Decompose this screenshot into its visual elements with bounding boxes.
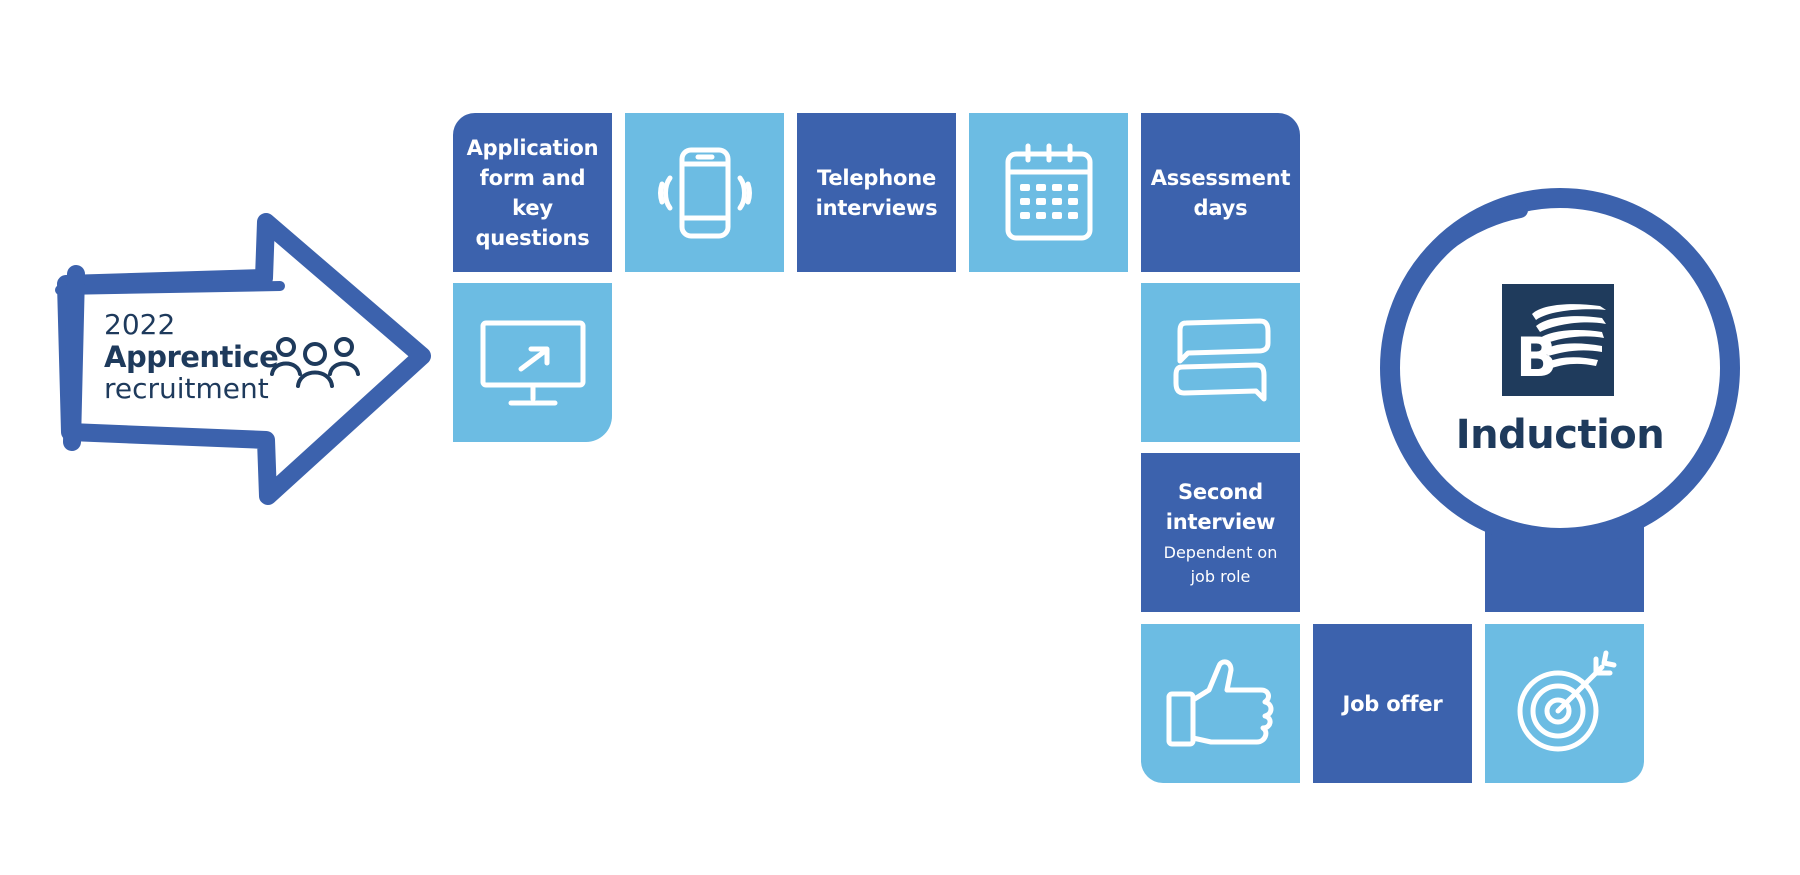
step-monitor-tile (453, 283, 612, 442)
calendar-icon (1005, 143, 1092, 240)
step-job-offer-tile: Job offer (1313, 624, 1472, 783)
step-job-offer-label: Job offer (1342, 691, 1443, 716)
step-second-interview-tile: Second interview Dependent on job role (1141, 453, 1300, 612)
step-second-interview-label: Second interview (1165, 479, 1276, 534)
intro-year: 2022 (104, 308, 176, 341)
step-telephone-tile: Telephone interviews (797, 113, 956, 272)
thumbs-up-icon (1166, 658, 1273, 746)
computer-monitor-icon (480, 320, 585, 405)
step-telephone-label: Telephone interviews (815, 165, 938, 220)
step-chat-tile (1141, 283, 1300, 442)
step-application-label: Application form and key questions (466, 135, 599, 250)
logo-graphic: B (1516, 304, 1606, 389)
logo-letter: B (1516, 326, 1557, 389)
intro-subtitle: recruitment (104, 372, 269, 405)
step-application-tile: Application form and key questions (453, 113, 612, 272)
step-thumbs-tile (1141, 624, 1300, 783)
target-icon (1517, 650, 1616, 751)
step-second-interview-note: Dependent on job role (1163, 542, 1278, 586)
step-target-tile (1485, 624, 1644, 783)
step-assessment-label: Assessment days (1150, 165, 1291, 220)
intro-arrow-text: 2022 Apprentice recruitment (104, 308, 279, 405)
company-logo: B (1502, 284, 1614, 396)
step-phone-tile (625, 113, 784, 272)
mobile-phone-icon (657, 147, 752, 238)
induction-label: Induction (1455, 412, 1665, 458)
intro-arrow (55, 213, 431, 505)
step-calendar-tile (969, 113, 1128, 272)
people-group-icon (270, 337, 360, 388)
intro-title: Apprentice (104, 340, 279, 374)
step-assessment-tile: Assessment days (1141, 113, 1300, 272)
speech-bubbles-icon (1173, 318, 1270, 401)
